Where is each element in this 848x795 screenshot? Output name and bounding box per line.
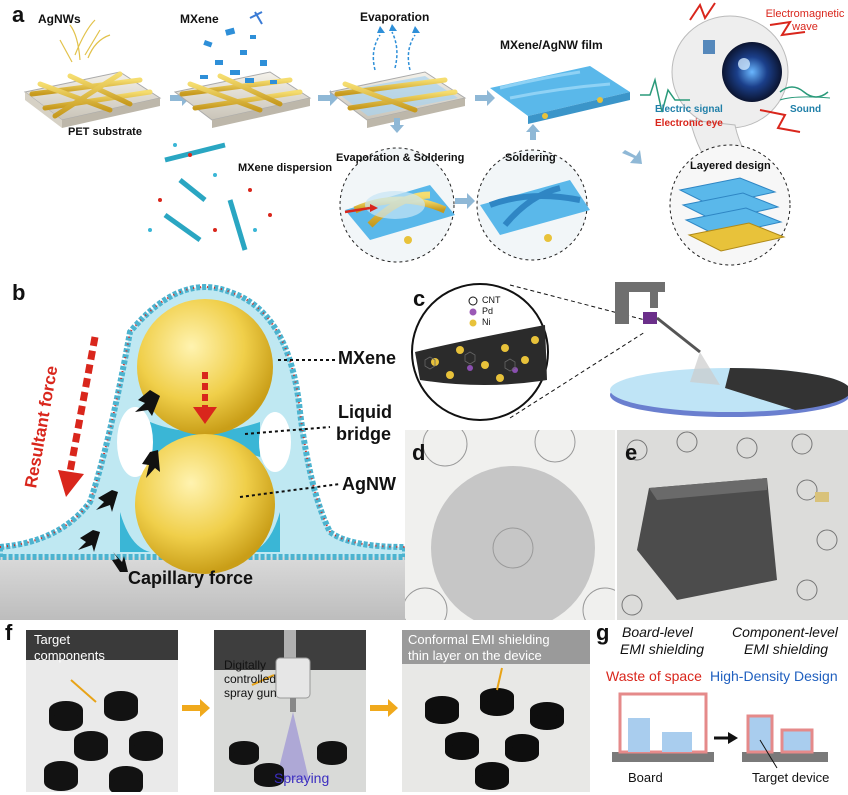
- label-agnws: AgNWs: [38, 12, 81, 26]
- label-spraying: Spraying: [274, 770, 330, 786]
- label-layered-design: Layered design: [690, 160, 771, 172]
- panel-label-e: e: [625, 440, 638, 465]
- panel-b-graphics: [0, 284, 405, 620]
- label-bridge: bridge: [336, 424, 392, 444]
- layered-stack: [678, 177, 786, 252]
- label-ni: Ni: [482, 317, 491, 327]
- panel-c: c CNT Pd Ni: [405, 270, 848, 430]
- panel-a: a: [0, 0, 848, 270]
- board-right: [742, 752, 828, 762]
- label-pet: PET substrate: [68, 126, 142, 138]
- label-dispersion: MXene dispersion: [238, 162, 333, 174]
- label-sound: Sound: [790, 104, 822, 115]
- f-arrow-2: [370, 699, 398, 717]
- bubble-dispersion: [148, 142, 272, 251]
- step-mxene-slab: [173, 11, 312, 128]
- f3-graphics: [402, 630, 590, 790]
- arrow-3: [475, 90, 495, 106]
- step-film-slab: [490, 66, 630, 124]
- label-electronic-eye: Electronic eye: [655, 118, 723, 129]
- label-evaporation: Evaporation: [360, 10, 430, 24]
- arrow-down: [390, 118, 404, 133]
- label-spray-1: Digitally: [224, 658, 267, 672]
- resultant-force-arrow: [58, 336, 99, 497]
- panel-g-graphics: [612, 692, 828, 769]
- label-spray-2: controlled: [224, 672, 277, 686]
- panel-label-a: a: [12, 2, 25, 27]
- panel-label-d: d: [412, 440, 426, 465]
- panel-label-g: g: [596, 620, 610, 645]
- label-evap-solder: Evaporation & Soldering: [336, 152, 465, 164]
- label-conformal-2: thin layer on the device: [408, 648, 542, 663]
- step-agnw-slab: [23, 19, 162, 128]
- bubble-evap-solder-content: [344, 185, 455, 244]
- label-high-density: High-Density Design: [710, 668, 838, 684]
- panel-e-graphics: [621, 431, 838, 616]
- em-wave-text: Electromagnetic wave: [765, 8, 845, 33]
- label-electric-signal: Electric signal: [655, 104, 723, 115]
- panel-label-f: f: [5, 620, 13, 645]
- panel-b: b: [0, 272, 405, 620]
- label-capillary-force: Capillary force: [128, 568, 254, 588]
- label-conformal-1: Conformal EMI shielding: [408, 632, 550, 647]
- panel-a-graphics: [23, 2, 831, 266]
- label-target-1: Target: [34, 632, 71, 647]
- panel-f: f Target components: [0, 620, 590, 795]
- label-mxene-b: MXene: [338, 348, 397, 368]
- panel-f-photo-3: Conformal EMI shielding thin layer on th…: [402, 630, 590, 792]
- label-mxene-step: MXene: [180, 12, 219, 26]
- label-board: Board: [628, 770, 663, 785]
- label-agnw-b: AgNW: [342, 474, 396, 494]
- board-left: [612, 752, 714, 762]
- label-component-level-2: EMI shielding: [744, 641, 829, 657]
- label-soldering: Soldering: [505, 152, 556, 164]
- label-spray-3: spray gun: [224, 686, 277, 700]
- label-component-level-1: Component-level: [732, 624, 838, 640]
- f2-graphics: [214, 630, 366, 787]
- label-cnt: CNT: [482, 295, 501, 305]
- bubble-soldering-content: [480, 180, 590, 242]
- f-arrow-1: [182, 699, 210, 717]
- label-target-device: Target device: [752, 770, 830, 785]
- panel-c-graphics: [411, 282, 848, 421]
- label-board-level-2: EMI shielding: [620, 641, 705, 657]
- panel-e-photo: e: [617, 430, 848, 620]
- label-liquid: Liquid: [338, 402, 392, 422]
- panel-d-graphics: [405, 430, 615, 620]
- arrow-5: [622, 150, 642, 164]
- panel-f-photo-2: Digitally controlled spray gun Spraying: [214, 630, 366, 792]
- arrow-up: [526, 124, 540, 140]
- label-board-level-1: Board-level: [622, 624, 693, 640]
- arrow-right-icon: [728, 732, 738, 744]
- panel-label-c: c: [413, 286, 426, 311]
- label-em-wave: Electromagnetic wave: [765, 8, 845, 34]
- panel-g: g Board-level EMI shielding Component-le…: [592, 620, 848, 795]
- f1-graphics: [26, 630, 178, 792]
- label-film: MXene/AgNW film: [500, 38, 603, 52]
- panel-label-b: b: [12, 280, 26, 305]
- label-target-2: components: [34, 648, 105, 663]
- panel-d-photo: d: [405, 430, 615, 620]
- panel-f-photo-1: Target components: [26, 630, 178, 792]
- arrow-4: [455, 193, 475, 209]
- label-waste: Waste of space: [606, 668, 702, 684]
- label-pd: Pd: [482, 306, 494, 316]
- step-evaporation-slab: [328, 24, 467, 128]
